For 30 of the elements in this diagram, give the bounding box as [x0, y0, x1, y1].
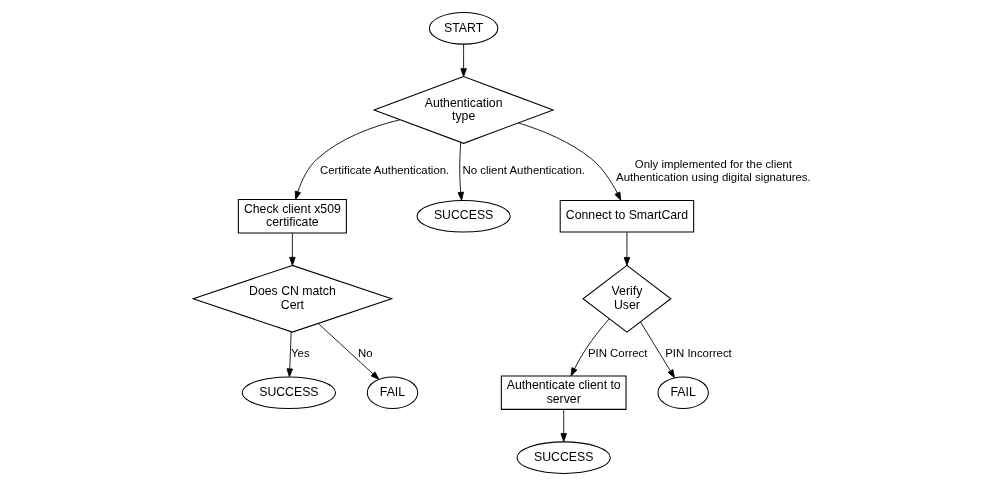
edge-label: PIN Incorrect — [665, 346, 732, 359]
arrow — [318, 322, 380, 380]
node-box: Authenticate client to server — [500, 375, 627, 410]
edge-label: Only implemented for the client Authentication using digital signatures. — [616, 157, 811, 183]
arrow — [560, 408, 567, 442]
arrow — [460, 43, 467, 77]
edge-label: Yes — [290, 346, 310, 359]
edge-label: Certificate Authentication. — [319, 163, 450, 176]
edge-label: No — [357, 346, 373, 359]
arrow — [640, 321, 675, 378]
arrow — [518, 122, 622, 201]
node-ellipse: SUCCESS — [516, 440, 611, 474]
node-ellipse: SUCCESS — [241, 375, 336, 409]
node-box: Check client x509 certificate — [237, 198, 347, 233]
arrow — [457, 141, 464, 201]
arrow — [294, 118, 401, 200]
arrow — [286, 330, 293, 377]
arrow — [289, 232, 296, 266]
edge-label: PIN Correct — [587, 346, 648, 359]
node-ellipse: FAIL — [366, 375, 419, 409]
node-diamond: Verify User — [582, 264, 672, 333]
node-diamond: Does CN match Cert — [191, 264, 394, 333]
node-ellipse: SUCCESS — [416, 199, 511, 233]
edge-label: No client Authentication. — [462, 163, 585, 176]
arrow — [570, 317, 610, 376]
node-ellipse: FAIL — [657, 375, 709, 409]
node-diamond: Authentication type — [372, 75, 555, 144]
arrow — [623, 231, 631, 266]
node-ellipse: START — [428, 11, 499, 45]
node-box: Connect to SmartCard — [559, 199, 695, 233]
